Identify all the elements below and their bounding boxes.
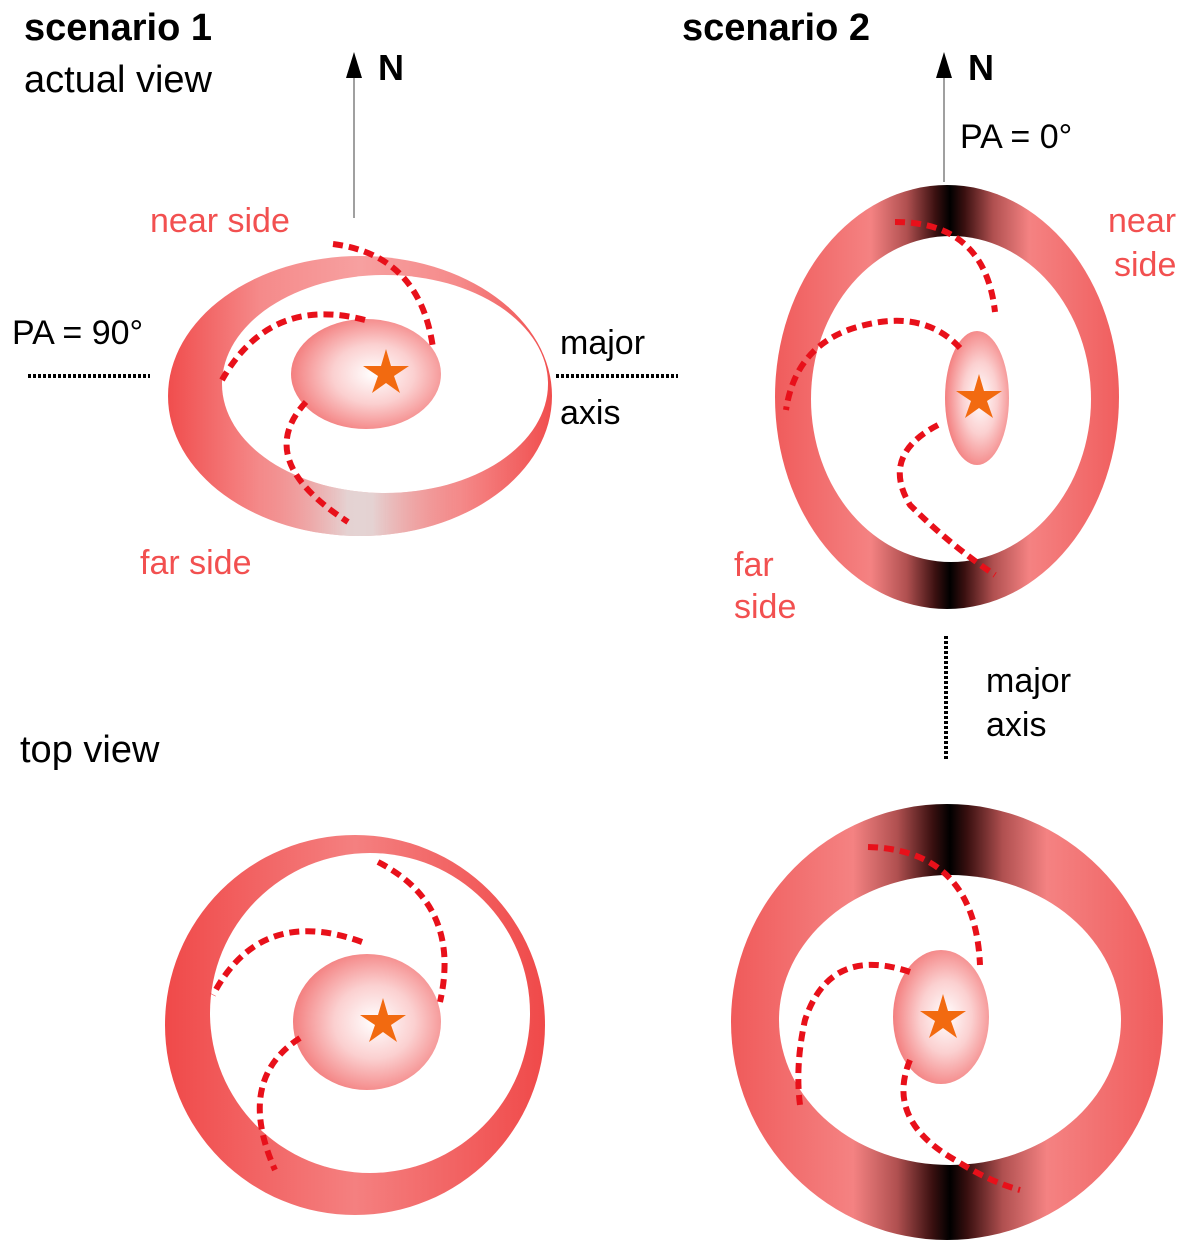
scenario2-major-label: major <box>986 662 1071 700</box>
top-view-1-inner-disk <box>293 954 441 1090</box>
scenario1-north-arrow-icon <box>346 52 362 78</box>
scenario2-north-label: N <box>968 47 994 88</box>
top-view-1-spiral-arm-2 <box>210 928 364 997</box>
scenario1-title: scenario 1 <box>24 7 212 49</box>
scenario2-pa-label: PA = 0° <box>960 118 1072 156</box>
scenario2-star-icon <box>956 374 1002 418</box>
top-view-1-star-icon <box>360 998 406 1042</box>
scenario1-north-label: N <box>378 47 404 88</box>
top-view-1-spiral-arm-3 <box>256 1035 302 1172</box>
scenario1-far-side-label: far side <box>140 544 252 582</box>
scenario1-spiral-arm-2 <box>219 311 366 382</box>
top-view-2-spiral-arm-3 <box>900 1058 1021 1193</box>
scenario1-major-label: major <box>560 324 645 362</box>
scenario2-title: scenario 2 <box>682 7 870 49</box>
scenario2-spiral-arm-1 <box>894 219 998 313</box>
top-view-1-spiral-arm-1 <box>376 859 448 1003</box>
scenario1-axis-label: axis <box>560 394 620 432</box>
scenario2-spiral-arm-2 <box>783 317 963 411</box>
scenario1-spiral-arm-1 <box>332 241 436 349</box>
top-view-2-star-icon <box>920 994 966 1038</box>
scenario1-pa-label: PA = 90° <box>12 314 143 352</box>
scenario2-north-arrow-icon <box>936 52 952 78</box>
scenario1-spiral-arm-3 <box>283 399 350 525</box>
top-view-label: top view <box>20 729 160 771</box>
scenario2-spiral-arm-3 <box>896 422 997 578</box>
scenario1-inner-disk <box>291 319 441 429</box>
top-view-2-spiral-arm-1 <box>867 844 983 966</box>
scenario1-star-icon <box>363 349 409 393</box>
scenario2-axis-label: axis <box>986 706 1046 744</box>
scenario1-subtitle: actual view <box>24 59 213 101</box>
scenario1-near-side-label: near side <box>150 202 290 240</box>
top-view-2-spiral-arm-2 <box>795 961 911 1106</box>
scenario2-far-side-label: side <box>734 588 796 626</box>
scenario2-far-label: far <box>734 546 774 584</box>
